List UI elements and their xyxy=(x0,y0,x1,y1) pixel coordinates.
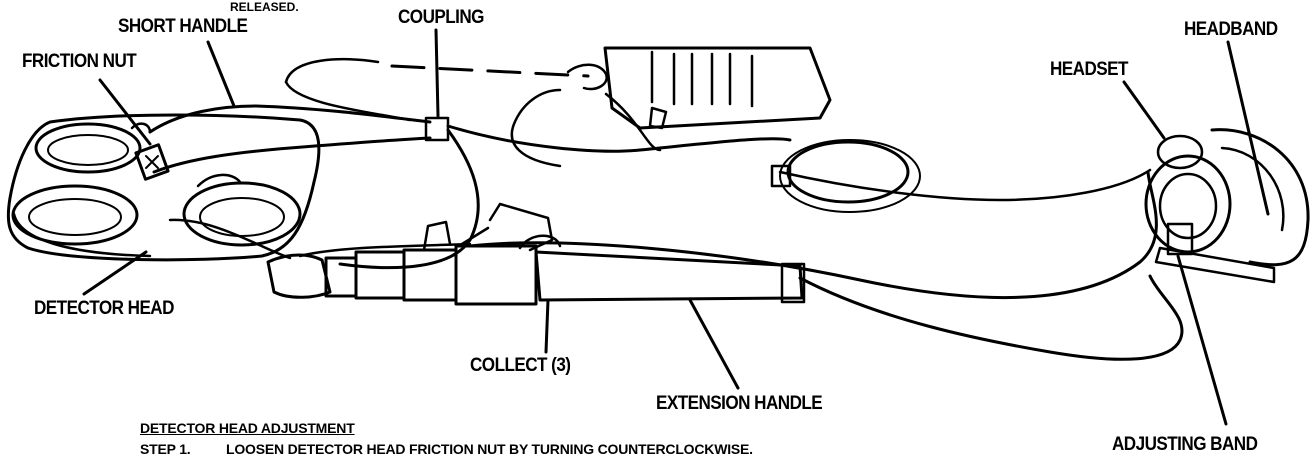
label-headset: HEADSET xyxy=(1050,59,1128,80)
label-detector-head: DETECTOR HEAD xyxy=(34,298,174,319)
leader-detector-head xyxy=(82,250,148,296)
leader-coupling xyxy=(434,28,440,118)
step-1-text: LOOSEN DETECTOR HEAD FRICTION NUT BY TUR… xyxy=(226,441,753,457)
step-1-number: STEP 1. xyxy=(140,441,191,457)
cables-drawing xyxy=(284,57,1184,361)
label-adjusting-band: ADJUSTING BAND xyxy=(1112,434,1258,455)
released-fragment: RELEASED. xyxy=(230,0,299,14)
leader-headband xyxy=(1226,40,1270,216)
electronics-box-drawing xyxy=(390,46,832,130)
detector-head-drawing xyxy=(6,113,321,262)
leader-short-handle xyxy=(206,40,236,108)
sensor-coil-drawing xyxy=(770,139,921,213)
label-headband: HEADBAND xyxy=(1184,19,1278,40)
label-short-handle: SHORT HANDLE xyxy=(118,16,248,37)
leader-headset xyxy=(1122,80,1166,140)
label-coupling: COUPLING xyxy=(398,7,484,28)
headset-drawing xyxy=(1144,128,1310,284)
leader-extension-handle xyxy=(688,298,740,390)
leader-friction-nut xyxy=(98,78,152,146)
label-collect: COLLECT (3) xyxy=(470,355,571,376)
leader-lines xyxy=(82,28,1270,426)
leader-collect xyxy=(544,298,550,354)
procedure-heading: DETECTOR HEAD ADJUSTMENT xyxy=(140,420,355,436)
label-extension-handle: EXTENSION HANDLE xyxy=(656,393,823,414)
extension-handle-drawing xyxy=(266,202,806,306)
label-friction-nut: FRICTION NUT xyxy=(22,51,137,72)
leader-adjusting-band xyxy=(1176,254,1228,426)
